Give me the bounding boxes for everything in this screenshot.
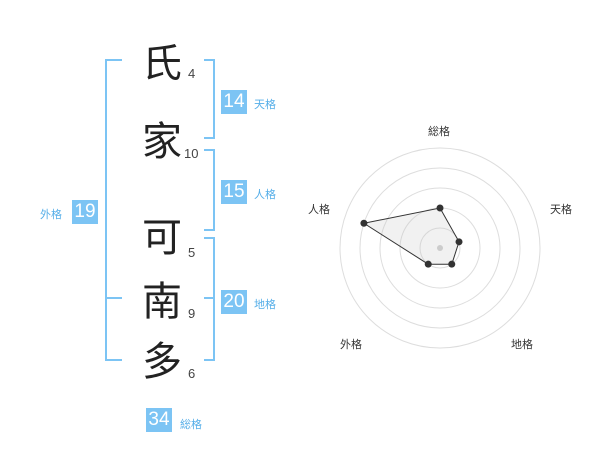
radar-ring-5 bbox=[339, 147, 541, 349]
jinkaku-label: 人格 bbox=[254, 188, 276, 201]
radar-point-4 bbox=[360, 219, 368, 227]
name-char-5: 多 bbox=[142, 339, 182, 385]
stroke-count-1: 4 bbox=[188, 66, 196, 81]
gaikaku-label: 外格 bbox=[40, 208, 62, 221]
radar-series-polygon bbox=[362, 207, 460, 265]
tenkaku-label: 天格 bbox=[254, 98, 276, 111]
name-char-4: 南 bbox=[142, 279, 182, 325]
radar-ring-4 bbox=[359, 167, 521, 329]
stroke-count-5: 6 bbox=[188, 366, 196, 381]
stroke-count-2: 10 bbox=[184, 146, 199, 161]
name-char-2: 家 bbox=[142, 119, 182, 165]
gaikaku-value: 19 bbox=[72, 200, 98, 224]
stroke-count-3: 5 bbox=[188, 245, 196, 260]
radar-axis-label-gaikaku: 外格 bbox=[340, 338, 362, 351]
tenkaku-bracket bbox=[204, 59, 215, 139]
radar-axis-label-jinkaku: 人格 bbox=[308, 203, 330, 216]
soukaku-value: 34 bbox=[146, 408, 172, 432]
soukaku-label: 総格 bbox=[180, 418, 202, 431]
stroke-count-4: 9 bbox=[188, 306, 196, 321]
tenkaku-value: 14 bbox=[221, 90, 247, 114]
radar-point-3 bbox=[424, 260, 432, 268]
radar-ring-3 bbox=[379, 187, 501, 309]
name-char-1: 氏 bbox=[142, 41, 182, 87]
jinkaku-bracket bbox=[204, 149, 215, 231]
radar-center-dot bbox=[437, 245, 443, 251]
radar-axis-label-soukaku: 総格 bbox=[428, 125, 450, 138]
radar-point-2 bbox=[448, 260, 456, 268]
chikaku-label: 地格 bbox=[254, 298, 276, 311]
radar-axis-label-tenkaku: 天格 bbox=[550, 203, 572, 216]
radar-point-1 bbox=[455, 238, 463, 246]
radar-ring-1 bbox=[419, 227, 461, 269]
chikaku-value: 20 bbox=[221, 290, 247, 314]
name-char-3: 可 bbox=[142, 215, 182, 261]
radar-point-0 bbox=[436, 204, 444, 212]
outer-bracket bbox=[105, 59, 122, 361]
jinkaku-value: 15 bbox=[221, 180, 247, 204]
radar-axis-label-chikaku: 地格 bbox=[511, 338, 533, 351]
